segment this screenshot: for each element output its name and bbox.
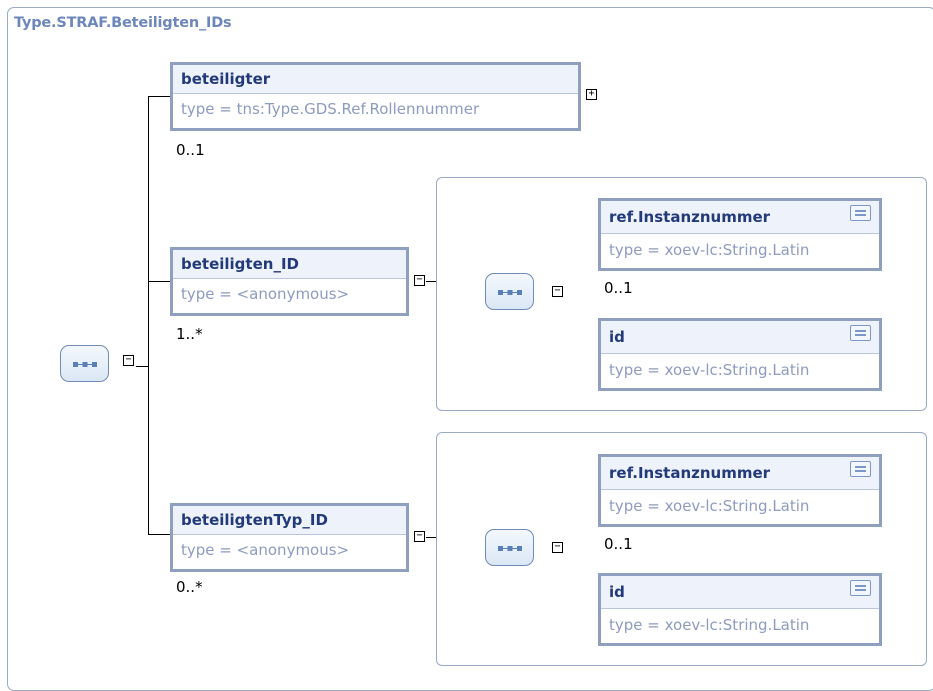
element-name: beteiligtenTyp_ID [173, 506, 406, 535]
element-ref-instanznummer[interactable]: ref.Instanznummer type = xoev-lc:String.… [598, 198, 882, 271]
connector [148, 96, 170, 97]
element-name: id [601, 321, 879, 354]
element-type: type = xoev-lc:String.Latin [609, 241, 810, 259]
cardinality-label: 1..* [176, 325, 203, 343]
connector [148, 96, 149, 535]
documentation-icon[interactable] [850, 205, 871, 221]
element-type: type = xoev-lc:String.Latin [609, 497, 810, 515]
collapse-toggle[interactable]: − [552, 286, 563, 297]
cardinality-label: 0..1 [604, 535, 633, 553]
element-beteiligten-id[interactable]: beteiligten_ID type = <anonymous> [170, 247, 409, 316]
element-name: ref.Instanznummer [601, 457, 879, 490]
sequence-compositor[interactable] [485, 529, 534, 566]
element-id[interactable]: id type = xoev-lc:String.Latin [598, 573, 882, 646]
connector [148, 281, 170, 282]
element-name: ref.Instanznummer [601, 201, 879, 234]
documentation-icon[interactable] [850, 580, 871, 596]
element-beteiligter[interactable]: beteiligter type = tns:Type.GDS.Ref.Roll… [170, 62, 581, 131]
sequence-compositor[interactable] [485, 273, 534, 310]
documentation-icon[interactable] [850, 461, 871, 477]
element-type: type = <anonymous> [181, 285, 350, 303]
expand-toggle[interactable]: + [586, 89, 597, 100]
cardinality-label: 0..* [176, 578, 203, 596]
element-name: beteiligter [173, 65, 578, 94]
collapse-toggle[interactable]: − [414, 531, 425, 542]
element-type: type = tns:Type.GDS.Ref.Rollennummer [181, 100, 480, 118]
diagram-title: Type.STRAF.Beteiligten_IDs [14, 15, 232, 31]
sequence-icon [73, 362, 97, 367]
element-name: id [601, 576, 879, 609]
connector [136, 366, 148, 367]
element-name: beteiligten_ID [173, 250, 406, 279]
documentation-icon[interactable] [850, 325, 871, 341]
sequence-icon [498, 546, 522, 551]
sequence-icon [498, 290, 522, 295]
collapse-toggle[interactable]: − [552, 542, 563, 553]
element-type: type = <anonymous> [181, 541, 350, 559]
cardinality-label: 0..1 [176, 141, 205, 159]
element-type: type = xoev-lc:String.Latin [609, 361, 810, 379]
element-beteiligtentyp-id[interactable]: beteiligtenTyp_ID type = <anonymous> [170, 503, 409, 572]
element-ref-instanznummer[interactable]: ref.Instanznummer type = xoev-lc:String.… [598, 454, 882, 527]
element-id[interactable]: id type = xoev-lc:String.Latin [598, 318, 882, 391]
collapse-toggle[interactable]: − [123, 355, 134, 366]
collapse-toggle[interactable]: − [414, 275, 425, 286]
element-type: type = xoev-lc:String.Latin [609, 616, 810, 634]
cardinality-label: 0..1 [604, 279, 633, 297]
root-sequence-compositor[interactable] [60, 345, 109, 382]
connector [148, 534, 170, 535]
